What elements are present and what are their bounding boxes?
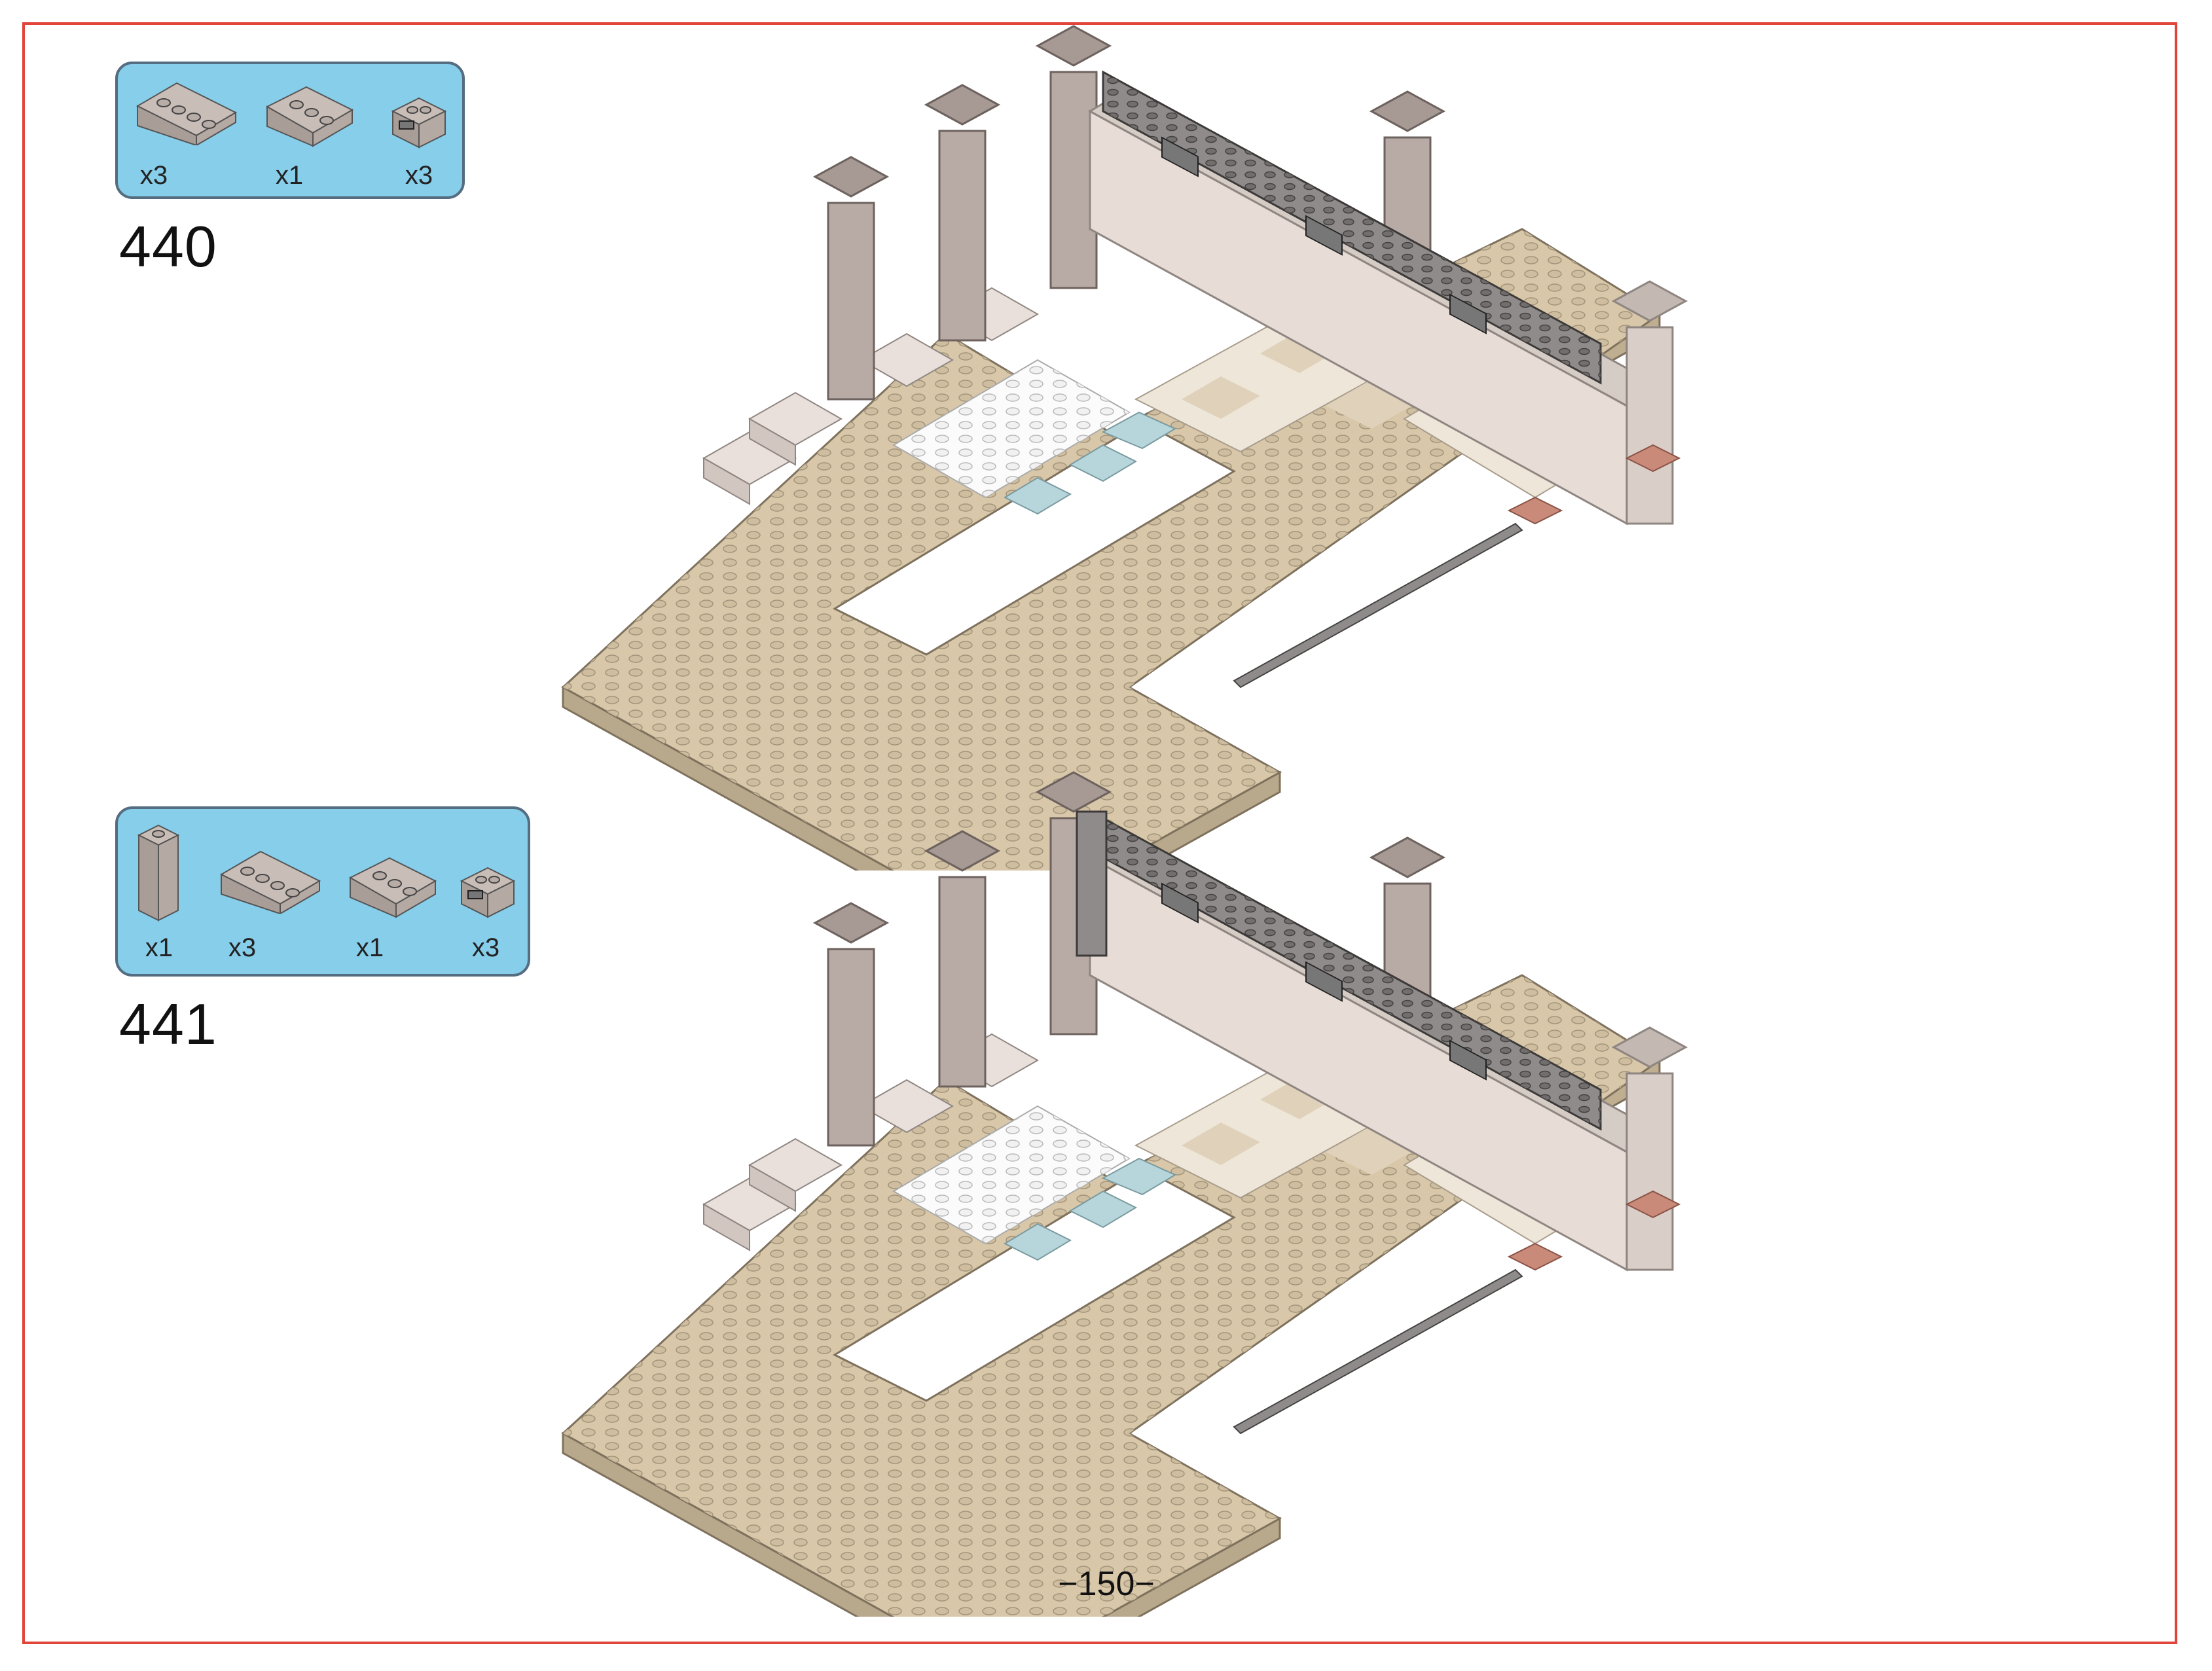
quantity-label: x3 xyxy=(139,161,168,190)
brick-1x3-icon xyxy=(348,857,437,918)
step-number: 441 xyxy=(119,992,217,1056)
brick-1x3-icon xyxy=(265,86,354,147)
parts-callout-440: x3 x1 x3 xyxy=(115,62,465,199)
page-number: −150− xyxy=(1058,1565,1155,1603)
quantity-label: x3 xyxy=(405,161,433,190)
brick-1x4-icon xyxy=(136,82,238,145)
brick-1x2-masonry-icon xyxy=(460,867,516,918)
quantity-label: x1 xyxy=(355,933,384,962)
quantity-label: x3 xyxy=(471,933,500,962)
quantity-label: x3 xyxy=(228,933,257,962)
brick-1x4-icon xyxy=(219,850,321,914)
step-number: 440 xyxy=(119,214,217,279)
page-frame xyxy=(22,22,2177,1644)
brick-1x2-masonry-icon xyxy=(391,97,447,149)
quantity-label: x1 xyxy=(275,161,304,190)
parts-callout-441: x1 x3 x1 x3 xyxy=(115,806,530,977)
brick-1x1-tall-icon xyxy=(137,824,180,922)
assembly-illustration-step-440 xyxy=(547,13,1908,871)
assembly-illustration-step-441 xyxy=(547,759,1908,1617)
quantity-label: x1 xyxy=(145,933,173,962)
